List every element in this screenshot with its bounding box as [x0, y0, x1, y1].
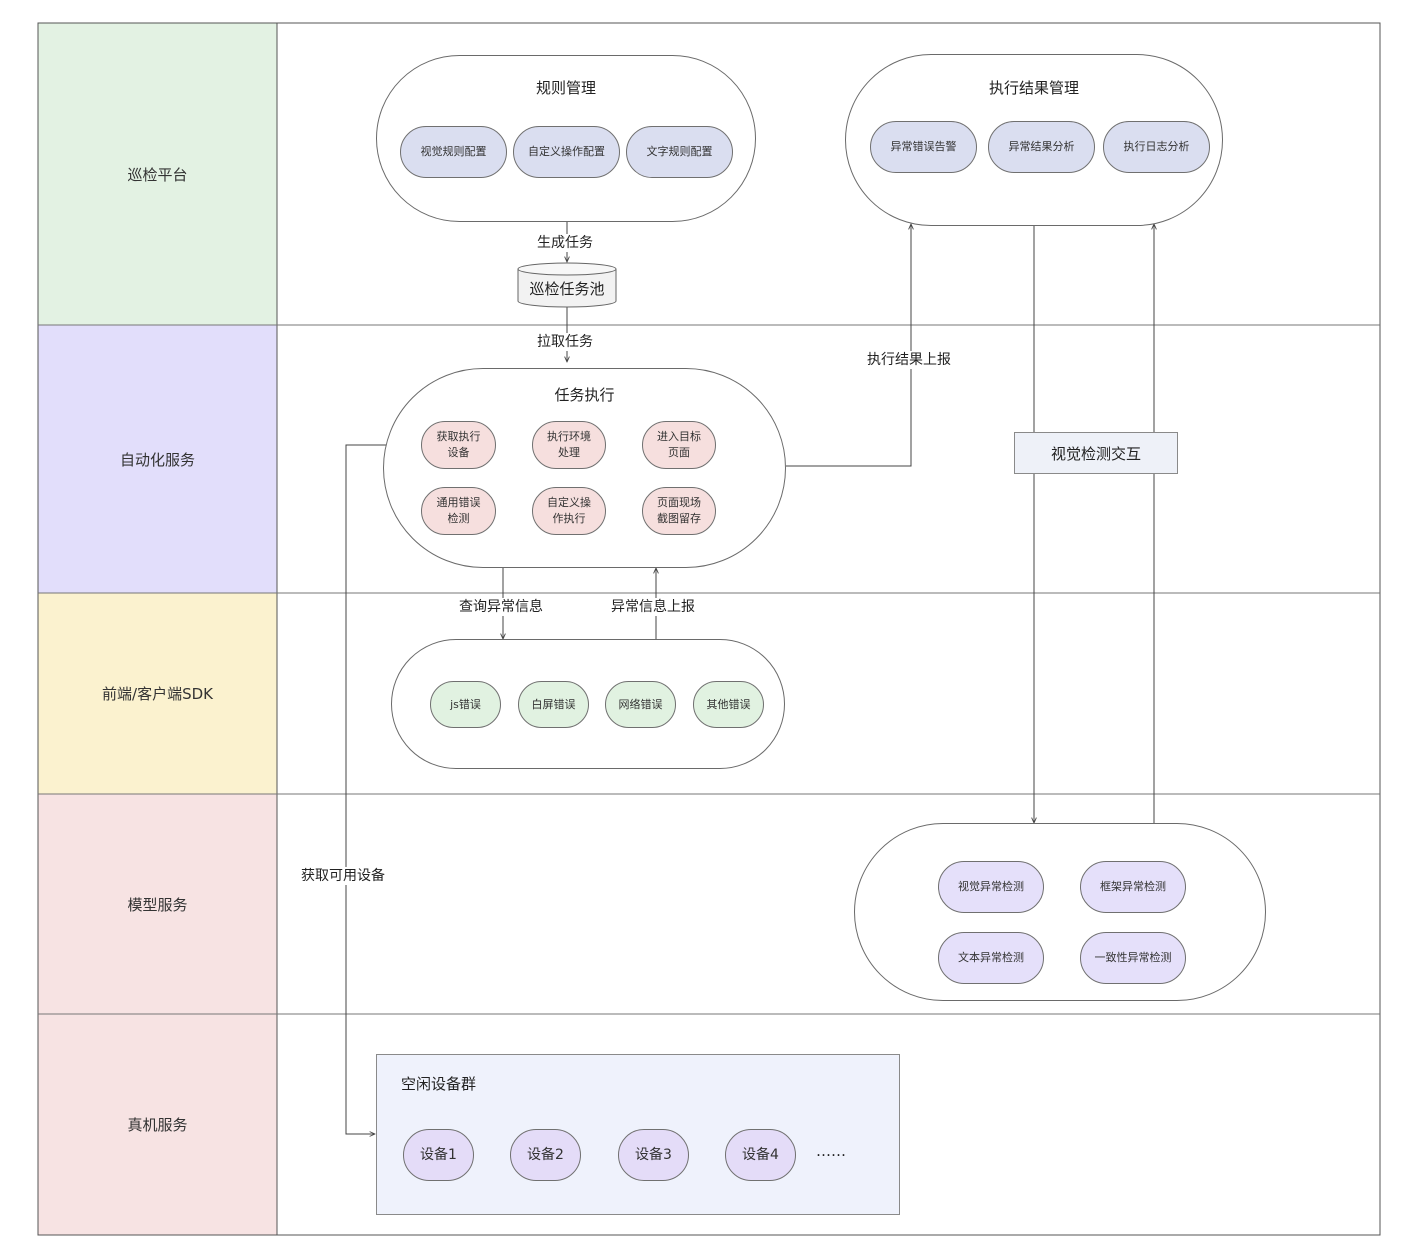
edge-label-report-exception: 异常信息上报 [610, 598, 696, 616]
lane-label-automation-service: 自动化服务 [119, 450, 195, 469]
more-devices-ellipsis: …… [816, 1142, 846, 1160]
white-screen-error[interactable]: 白屏错误 [518, 681, 589, 728]
edge-report-result [786, 224, 911, 467]
edge-label-query-exception: 查询异常信息 [458, 598, 544, 616]
execution-log-analysis[interactable]: 执行日志分析 [1103, 121, 1210, 173]
lane-bg-automation-service [38, 325, 277, 593]
task-pool-label: 巡检任务池 [529, 280, 605, 298]
consistency-anomaly-detection[interactable]: 一致性异常检测 [1080, 932, 1186, 984]
text-rule-config[interactable]: 文字规则配置 [626, 126, 733, 178]
custom-operation-config[interactable]: 自定义操作配置 [513, 126, 620, 178]
visual-rule-config[interactable]: 视觉规则配置 [400, 126, 507, 178]
edge-label-generate-task: 生成任务 [536, 234, 594, 252]
lane-bg-device-service [38, 1014, 277, 1235]
edge-label-get-device: 获取可用设备 [300, 867, 386, 885]
device-2[interactable]: 设备2 [510, 1129, 581, 1181]
step-screenshot[interactable]: 页面现场 截图留存 [642, 487, 716, 535]
rule-management-title: 规则管理 [535, 79, 596, 97]
model-detection-container [854, 823, 1266, 1001]
js-error[interactable]: js错误 [430, 681, 501, 728]
lane-label-device-service: 真机服务 [127, 1116, 188, 1134]
edge-get-device [345, 444, 421, 1134]
step-common-error-check[interactable]: 通用错误 检测 [421, 487, 496, 535]
step-env-process[interactable]: 执行环境 处理 [532, 421, 606, 469]
edge-label-report-result: 执行结果上报 [866, 351, 952, 369]
other-error[interactable]: 其他错误 [693, 681, 764, 728]
step-get-device[interactable]: 获取执行 设备 [421, 421, 496, 469]
task-execution-title: 任务执行 [554, 386, 615, 404]
task-pool-cylinder [517, 262, 617, 308]
lane-bg-model-service [38, 794, 277, 1014]
visual-anomaly-detection[interactable]: 视觉异常检测 [938, 861, 1044, 913]
text-anomaly-detection[interactable]: 文本异常检测 [938, 932, 1044, 984]
framework-anomaly-detection[interactable]: 框架异常检测 [1080, 861, 1186, 913]
result-management-title: 执行结果管理 [988, 79, 1079, 97]
lane-label-model-service: 模型服务 [127, 895, 188, 914]
exception-result-analysis[interactable]: 异常结果分析 [988, 121, 1095, 173]
lane-label-patrol-platform: 巡检平台 [127, 165, 188, 184]
device-3[interactable]: 设备3 [618, 1129, 689, 1181]
lane-bg-patrol-platform [38, 23, 277, 325]
step-enter-page[interactable]: 进入目标 页面 [642, 421, 716, 469]
network-error[interactable]: 网络错误 [605, 681, 676, 728]
diagram-border [37, 22, 1381, 1236]
device-4[interactable]: 设备4 [725, 1129, 796, 1181]
idle-devices-title: 空闲设备群 [401, 1075, 477, 1093]
device-1[interactable]: 设备1 [403, 1129, 474, 1181]
visual-detection-interaction[interactable]: 视觉检测交互 [1014, 432, 1178, 474]
step-custom-operation[interactable]: 自定义操 作执行 [532, 487, 606, 535]
exception-alert[interactable]: 异常错误告警 [870, 121, 977, 173]
lane-label-client-sdk: 前端/客户端SDK [102, 685, 213, 703]
lane-bg-client-sdk [38, 593, 277, 794]
edge-label-pull-task: 拉取任务 [536, 333, 594, 351]
